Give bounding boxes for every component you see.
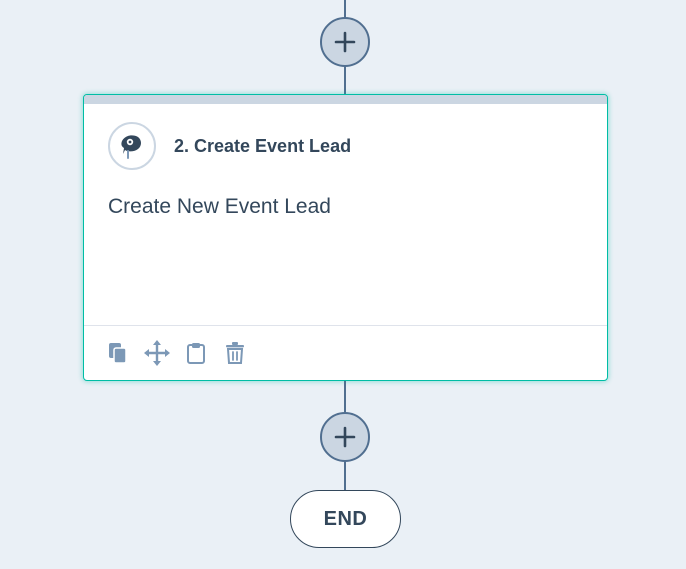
delete-icon xyxy=(226,342,244,364)
connector-line xyxy=(344,0,346,18)
action-description: Create New Event Lead xyxy=(108,195,331,218)
connector-line xyxy=(344,461,346,491)
copy-button[interactable] xyxy=(182,339,210,367)
clone-icon xyxy=(109,343,127,364)
move-icon xyxy=(144,340,170,366)
card-toolbar xyxy=(84,325,607,380)
move-button[interactable] xyxy=(143,339,171,367)
lead-icon xyxy=(108,122,156,170)
delete-button[interactable] xyxy=(221,339,249,367)
clipboard-icon xyxy=(187,343,205,364)
action-title: 2. Create Event Lead xyxy=(174,135,352,156)
clone-button[interactable] xyxy=(104,339,132,367)
add-action-button-bottom[interactable] xyxy=(320,412,370,462)
connector-line xyxy=(344,66,346,95)
end-node: END xyxy=(290,490,401,548)
connector-line xyxy=(344,381,346,413)
plus-icon xyxy=(334,31,356,53)
card-top-bar xyxy=(84,95,607,104)
card-header: 2. Create Event Lead xyxy=(108,122,351,170)
add-action-button-top[interactable] xyxy=(320,17,370,67)
action-card[interactable]: 2. Create Event Lead Create New Event Le… xyxy=(83,94,608,381)
plus-icon xyxy=(334,426,356,448)
